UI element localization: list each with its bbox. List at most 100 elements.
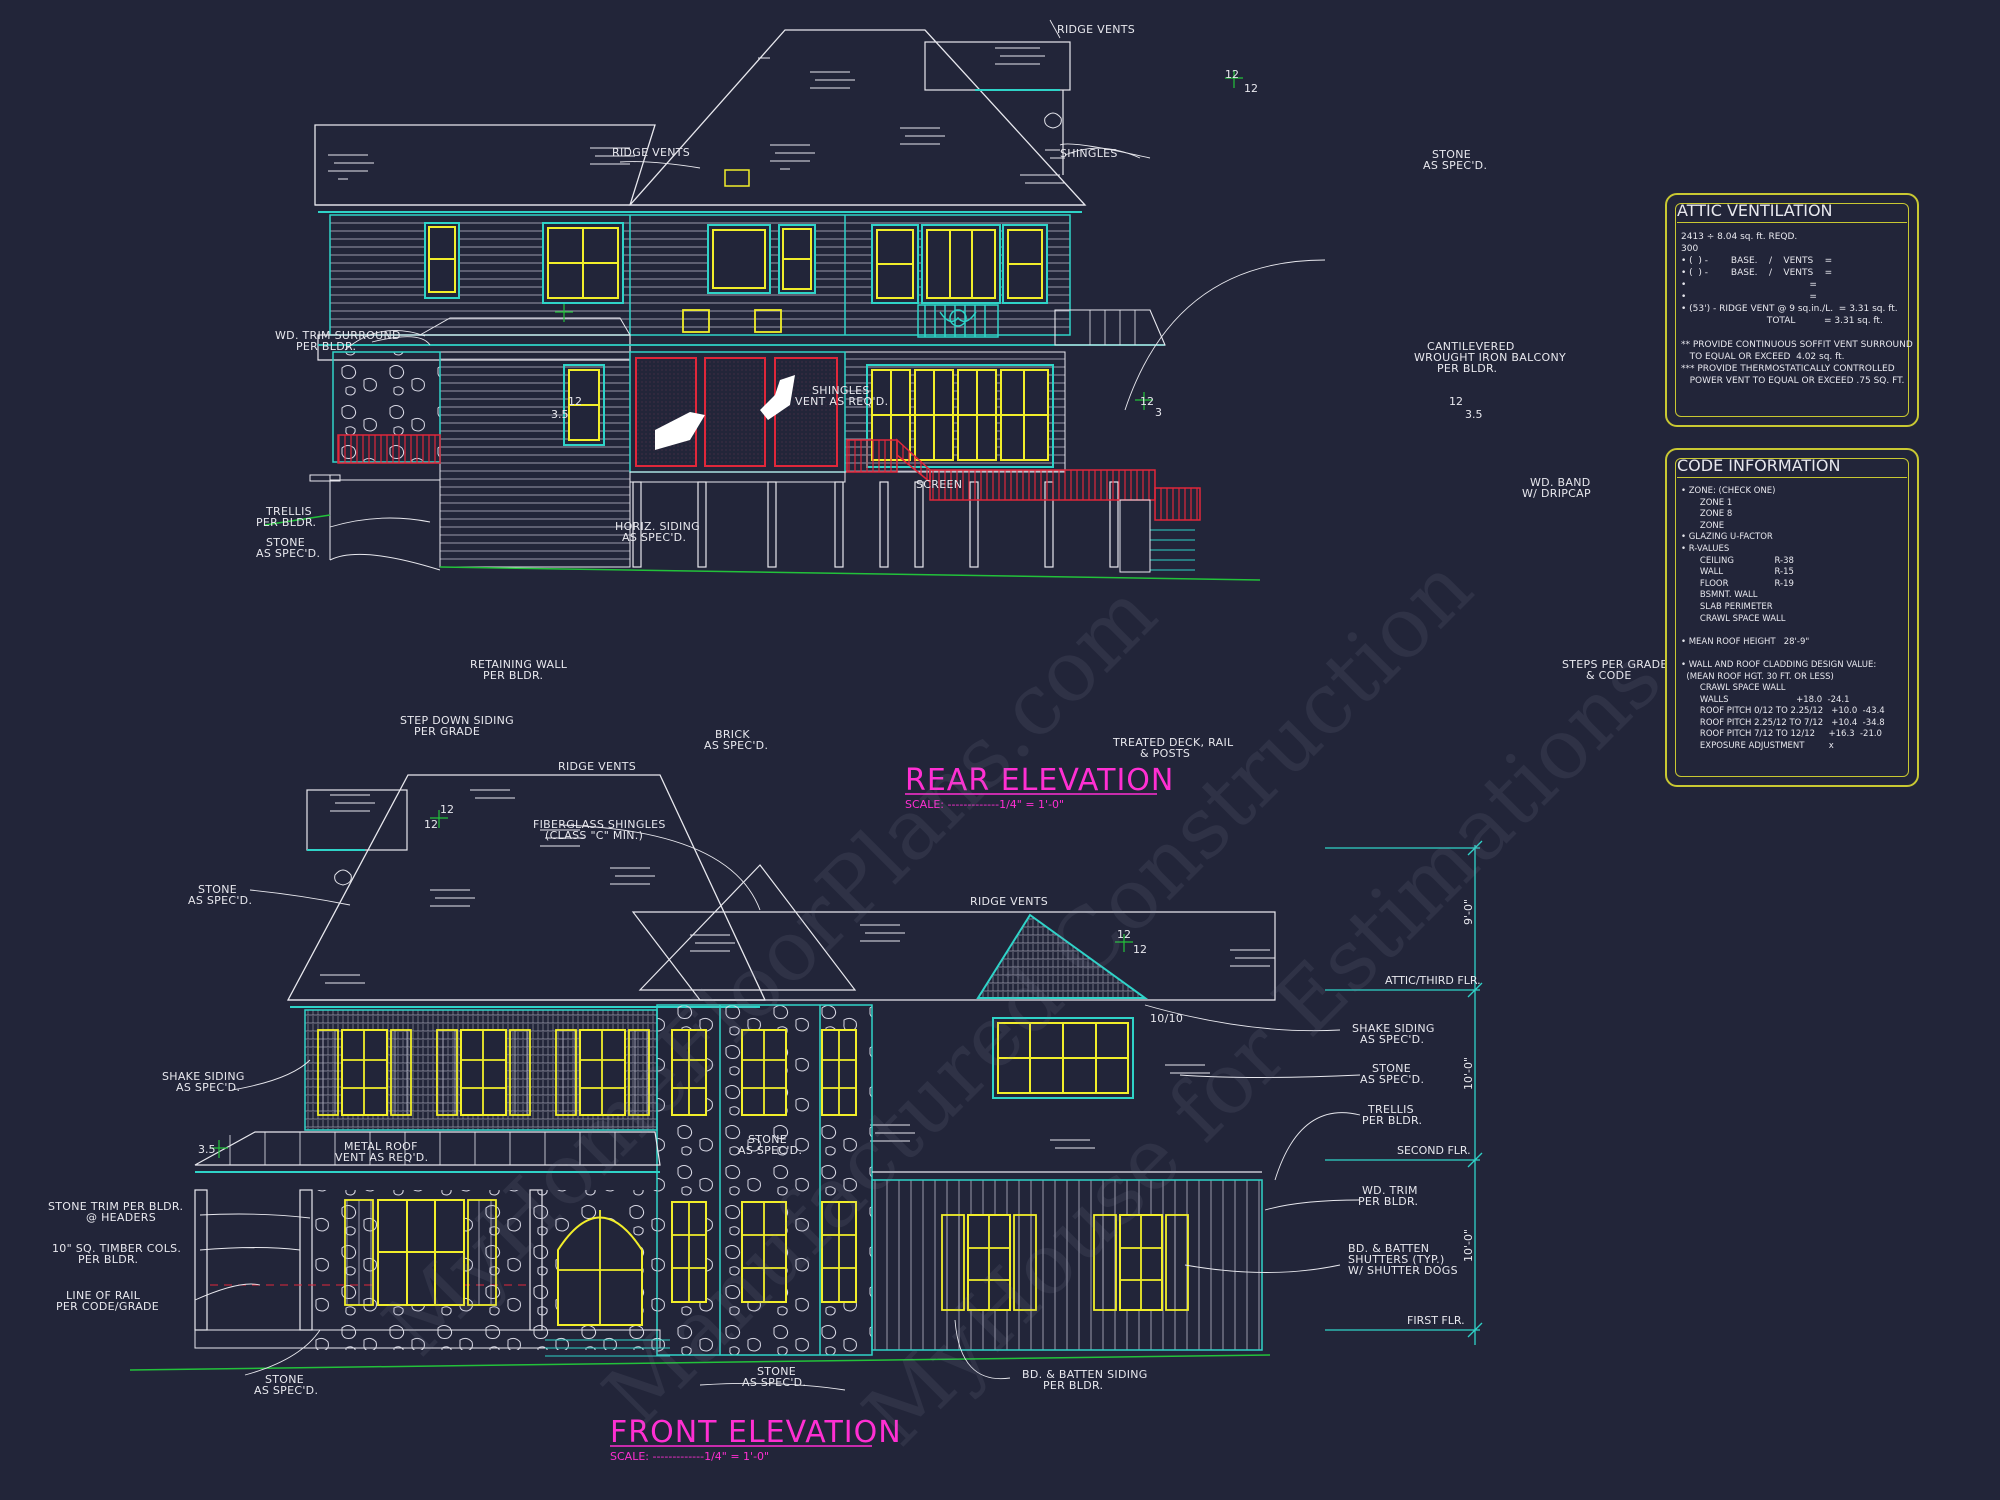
svg-text:RETAINING WALL: RETAINING WALL bbox=[470, 658, 568, 671]
svg-text:SCALE: -------------1/4" = 1'-: SCALE: -------------1/4" = 1'-0" bbox=[905, 798, 1064, 811]
code-panel-border bbox=[1675, 458, 1909, 777]
svg-text:PER BLDR.: PER BLDR. bbox=[256, 516, 316, 529]
svg-text:3: 3 bbox=[1155, 406, 1162, 419]
svg-text:12: 12 bbox=[1133, 943, 1147, 956]
svg-text:STONE: STONE bbox=[1372, 1062, 1411, 1075]
svg-text:SHAKE SIDING: SHAKE SIDING bbox=[162, 1070, 245, 1083]
svg-text:CANTILEVERED: CANTILEVERED bbox=[1427, 340, 1515, 353]
front-dormer-gable bbox=[976, 913, 1149, 999]
svg-text:W/ DRIPCAP: W/ DRIPCAP bbox=[1522, 487, 1591, 500]
svg-text:WD. BAND: WD. BAND bbox=[1530, 476, 1591, 489]
svg-text:RIDGE VENTS: RIDGE VENTS bbox=[970, 895, 1048, 908]
svg-text:12: 12 bbox=[568, 395, 582, 408]
svg-text:3.5: 3.5 bbox=[1465, 408, 1483, 421]
svg-text:RIDGE VENTS: RIDGE VENTS bbox=[612, 146, 690, 159]
front-garage-wing bbox=[871, 1179, 1263, 1351]
front-labels: RIDGE VENTS RIDGE VENTS FIBERGLASS SHING… bbox=[48, 760, 1481, 1463]
svg-text:TRELLIS: TRELLIS bbox=[265, 505, 312, 518]
svg-text:STONE TRIM PER BLDR.: STONE TRIM PER BLDR. bbox=[48, 1200, 183, 1213]
svg-text:SHUTTERS (TYP.): SHUTTERS (TYP.) bbox=[1348, 1253, 1445, 1266]
svg-text:STEP DOWN SIDING: STEP DOWN SIDING bbox=[400, 714, 514, 727]
svg-text:9'-0": 9'-0" bbox=[1462, 899, 1475, 925]
svg-text:STONE: STONE bbox=[748, 1133, 787, 1146]
svg-text:WD. TRIM SURROUND: WD. TRIM SURROUND bbox=[275, 329, 401, 342]
svg-text:STONE: STONE bbox=[757, 1365, 796, 1378]
svg-text:PER GRADE: PER GRADE bbox=[414, 725, 480, 738]
svg-text:AS SPEC'D.: AS SPEC'D. bbox=[704, 739, 768, 752]
svg-text:PER BLDR.: PER BLDR. bbox=[483, 669, 543, 682]
svg-text:FIBERGLASS SHINGLES: FIBERGLASS SHINGLES bbox=[533, 818, 666, 831]
svg-text:STEPS PER GRADE: STEPS PER GRADE bbox=[1562, 658, 1668, 671]
svg-text:RIDGE VENTS: RIDGE VENTS bbox=[1057, 23, 1135, 36]
svg-text:METAL ROOF: METAL ROOF bbox=[344, 1140, 418, 1153]
rear-left-roof bbox=[314, 124, 656, 206]
svg-text:HORIZ. SIDING: HORIZ. SIDING bbox=[615, 520, 700, 533]
svg-text:SHINGLES: SHINGLES bbox=[1060, 147, 1118, 160]
svg-text:PER BLDR.: PER BLDR. bbox=[1437, 362, 1497, 375]
attic-ventilation-panel: ATTIC VENTILATION 2413 ÷ 8.04 sq. ft. RE… bbox=[1665, 193, 1919, 427]
attic-panel-body: 2413 ÷ 8.04 sq. ft. REQD. 300 • ( ) - BA… bbox=[1681, 232, 1913, 386]
front-right-roof bbox=[631, 911, 1276, 1001]
svg-text:VENT AS REQ'D.: VENT AS REQ'D. bbox=[335, 1151, 428, 1164]
svg-text:STONE: STONE bbox=[1432, 148, 1471, 161]
front-elevation bbox=[129, 774, 1483, 1391]
svg-text:BD. & BATTEN: BD. & BATTEN bbox=[1348, 1242, 1429, 1255]
svg-text:10'-0": 10'-0" bbox=[1462, 1057, 1475, 1090]
svg-text:3.5: 3.5 bbox=[198, 1143, 216, 1156]
rear-elevation-title: REAR ELEVATION bbox=[905, 763, 1174, 798]
svg-text:(CLASS "C" MIN.): (CLASS "C" MIN.) bbox=[545, 829, 643, 842]
svg-text:PER BLDR.: PER BLDR. bbox=[1362, 1114, 1422, 1127]
code-panel-body: • ZONE: (CHECK ONE) ZONE 1 ZONE 8 ZONE •… bbox=[1681, 486, 1885, 752]
svg-text:BRICK: BRICK bbox=[715, 728, 750, 741]
svg-text:12: 12 bbox=[1244, 82, 1258, 95]
rear-right-tower bbox=[924, 41, 1071, 91]
svg-text:SHINGLES: SHINGLES bbox=[812, 384, 870, 397]
svg-text:STONE: STONE bbox=[265, 1373, 304, 1386]
svg-text:12: 12 bbox=[1140, 395, 1154, 408]
svg-text:10'-0": 10'-0" bbox=[1462, 1229, 1475, 1262]
rear-labels: RIDGE VENTS RIDGE VENTS SHINGLES STONE A… bbox=[256, 23, 1668, 811]
svg-text:AS SPEC'D.: AS SPEC'D. bbox=[176, 1081, 240, 1094]
svg-text:RIDGE VENTS: RIDGE VENTS bbox=[558, 760, 636, 773]
rear-elevation bbox=[264, 19, 1326, 581]
svg-text:AS SPEC'D.: AS SPEC'D. bbox=[1360, 1033, 1424, 1046]
svg-text:TRELLIS: TRELLIS bbox=[1367, 1103, 1414, 1116]
svg-text:10" SQ. TIMBER COLS.: 10" SQ. TIMBER COLS. bbox=[52, 1242, 181, 1255]
svg-text:TREATED DECK, RAIL: TREATED DECK, RAIL bbox=[1112, 736, 1234, 749]
svg-text:SCREEN: SCREEN bbox=[916, 478, 962, 491]
svg-text:W/ SHUTTER DOGS: W/ SHUTTER DOGS bbox=[1348, 1264, 1458, 1277]
svg-text:VENT AS REQ'D.: VENT AS REQ'D. bbox=[795, 395, 888, 408]
svg-text:& POSTS: & POSTS bbox=[1140, 747, 1190, 760]
svg-text:SCALE: -------------1/4" = 1'-: SCALE: -------------1/4" = 1'-0" bbox=[610, 1450, 769, 1463]
svg-text:PER BLDR.: PER BLDR. bbox=[1358, 1195, 1418, 1208]
svg-text:PER BLDR.: PER BLDR. bbox=[296, 340, 356, 353]
svg-text:AS SPEC'D.: AS SPEC'D. bbox=[738, 1144, 802, 1157]
svg-text:AS SPEC'D.: AS SPEC'D. bbox=[742, 1376, 806, 1389]
svg-text:AS SPEC'D.: AS SPEC'D. bbox=[1360, 1073, 1424, 1086]
svg-text:SHAKE SIDING: SHAKE SIDING bbox=[1352, 1022, 1435, 1035]
svg-text:PER CODE/GRADE: PER CODE/GRADE bbox=[56, 1300, 159, 1313]
svg-text:3.5: 3.5 bbox=[551, 408, 569, 421]
svg-text:AS SPEC'D.: AS SPEC'D. bbox=[1423, 159, 1487, 172]
front-left-hip-roof bbox=[286, 774, 767, 1001]
svg-text:WD. TRIM: WD. TRIM bbox=[1362, 1184, 1418, 1197]
attic-panel-title: ATTIC VENTILATION bbox=[1677, 201, 1907, 223]
svg-text:PER BLDR.: PER BLDR. bbox=[78, 1253, 138, 1266]
rear-screened-porch bbox=[629, 351, 846, 473]
svg-text:AS SPEC'D.: AS SPEC'D. bbox=[188, 894, 252, 907]
front-porch-roof bbox=[194, 1131, 661, 1166]
svg-text:AS SPEC'D.: AS SPEC'D. bbox=[622, 531, 686, 544]
svg-text:10/10: 10/10 bbox=[1150, 1012, 1183, 1025]
svg-text:PER BLDR.: PER BLDR. bbox=[1043, 1379, 1103, 1392]
attic-panel-border bbox=[1675, 203, 1909, 417]
svg-text:12: 12 bbox=[1225, 68, 1239, 81]
rear-balcony bbox=[917, 304, 999, 338]
svg-text:12: 12 bbox=[440, 803, 454, 816]
svg-text:ATTIC/THIRD FLR.: ATTIC/THIRD FLR. bbox=[1385, 974, 1481, 987]
code-panel-title: CODE INFORMATION bbox=[1677, 456, 1907, 478]
svg-text:12: 12 bbox=[1449, 395, 1463, 408]
svg-text:12: 12 bbox=[1117, 928, 1131, 941]
rear-first-floor-wall bbox=[439, 351, 631, 568]
svg-text:SECOND FLR.: SECOND FLR. bbox=[1397, 1144, 1471, 1157]
